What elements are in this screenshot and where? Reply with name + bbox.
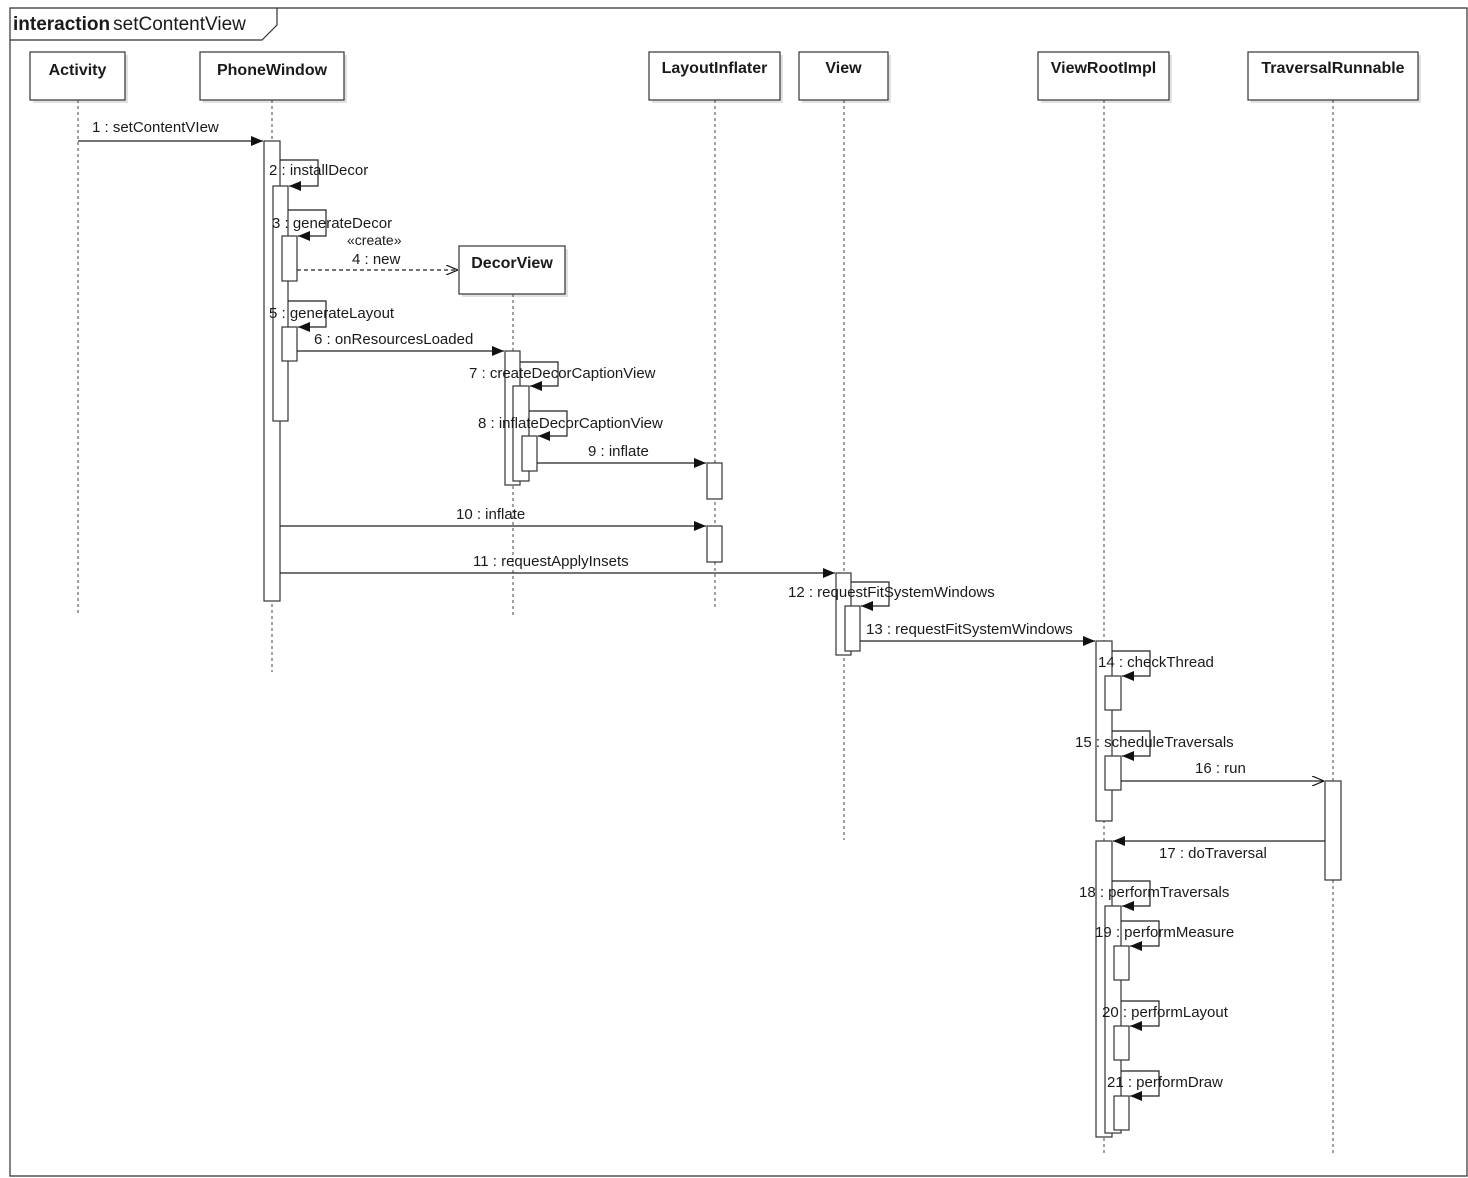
message-7-arrow [520,361,559,391]
participant-box [1247,51,1419,101]
message-13-label: 13 : requestFitSystemWindows [866,621,1073,638]
message-4-stereotype: «create» [347,232,402,248]
participant-label: TraversalRunnable [1261,60,1404,77]
participant-traversalrunnable: TraversalRunnable [1247,51,1421,103]
message-19-arrow [1121,920,1160,951]
message-16-label: 16 : run [1195,760,1246,777]
message-2-label: 2 : installDecor [269,162,368,179]
activation-viewrootimpl-schedule [1104,755,1122,791]
participant-view: View [798,51,891,103]
frame-border [9,7,1468,1177]
message-20-arrow [1121,1000,1160,1031]
activation-layoutinflater-1 [706,462,723,500]
message-12-label: 12 : requestFitSystemWindows [788,584,995,601]
message-21-label: 21 : performDraw [1107,1074,1223,1091]
frame-keyword: interaction [13,14,110,35]
message-10-label: 10 : inflate [456,506,525,523]
participant-activity: Activity [29,51,128,103]
activation-decorview-inflate-caption [521,435,538,472]
participant-box [458,245,566,295]
participant-label: PhoneWindow [217,62,328,79]
frame-tab [10,8,278,41]
message-15-arrow [1112,730,1151,761]
frame-name: setContentView [113,14,246,35]
participant-layoutinflater: LayoutInflater [648,51,783,103]
activation-traversalrunnable [1324,780,1342,881]
message-17-label: 17 : doTraversal [1159,845,1267,862]
message-1-label: 1 : setContentVIew [92,119,219,136]
message-4-label: 4 : new [352,251,401,268]
participant-box [199,51,345,101]
participant-label: LayoutInflater [662,60,768,77]
message-5-label: 5 : generateLayout [269,305,395,322]
message-8-label: 8 : inflateDecorCaptionView [478,415,663,432]
message-15-label: 15 : scheduleTraversals [1075,734,1234,751]
message-8-arrow [529,410,568,441]
message-12-arrow [851,581,890,611]
participant-label: DecorView [471,255,553,272]
activations [263,140,1342,1138]
message-14-arrow [1112,650,1151,681]
messages: 1 : setContentVIew 2 : installDecor 3 : … [78,119,1325,1101]
message-7-label: 7 : createDecorCaptionView [469,365,656,382]
activation-viewrootimpl-perform-layout [1113,1025,1130,1061]
message-21-arrow [1121,1070,1160,1101]
participant-phonewindow: PhoneWindow [199,51,347,103]
message-18-arrow [1112,880,1151,911]
activation-view-fit-system-windows [844,605,861,652]
activation-viewrootimpl-perform-measure [1113,945,1130,981]
activation-layoutinflater-2 [706,525,723,563]
participant-decorview: DecorView [458,245,568,297]
message-11-label: 11 : requestApplyInsets [473,553,629,570]
activation-viewrootimpl-check-thread [1104,675,1122,711]
participant-label: View [825,60,862,77]
message-3-label: 3 : generateDecor [272,215,392,232]
message-18-label: 18 : performTraversals [1079,884,1229,901]
message-6-label: 6 : onResourcesLoaded [314,331,473,348]
activation-phonewindow-generate-layout [281,326,298,362]
message-2-arrow [280,159,319,191]
message-3-arrow [288,209,327,241]
activation-viewrootimpl-perform-draw [1113,1095,1130,1131]
message-9-label: 9 : inflate [588,443,649,460]
message-5-arrow [288,300,327,332]
message-14-label: 14 : checkThread [1098,654,1214,671]
participant-box [29,51,126,101]
message-19-label: 19 : performMeasure [1095,924,1234,941]
participant-label: Activity [49,62,107,79]
participant-viewrootimpl: ViewRootImpl [1037,51,1172,103]
participant-box [798,51,889,101]
activation-phonewindow-generate-decor [281,235,298,282]
message-20-label: 20 : performLayout [1102,1004,1229,1021]
participant-label: ViewRootImpl [1051,60,1157,77]
